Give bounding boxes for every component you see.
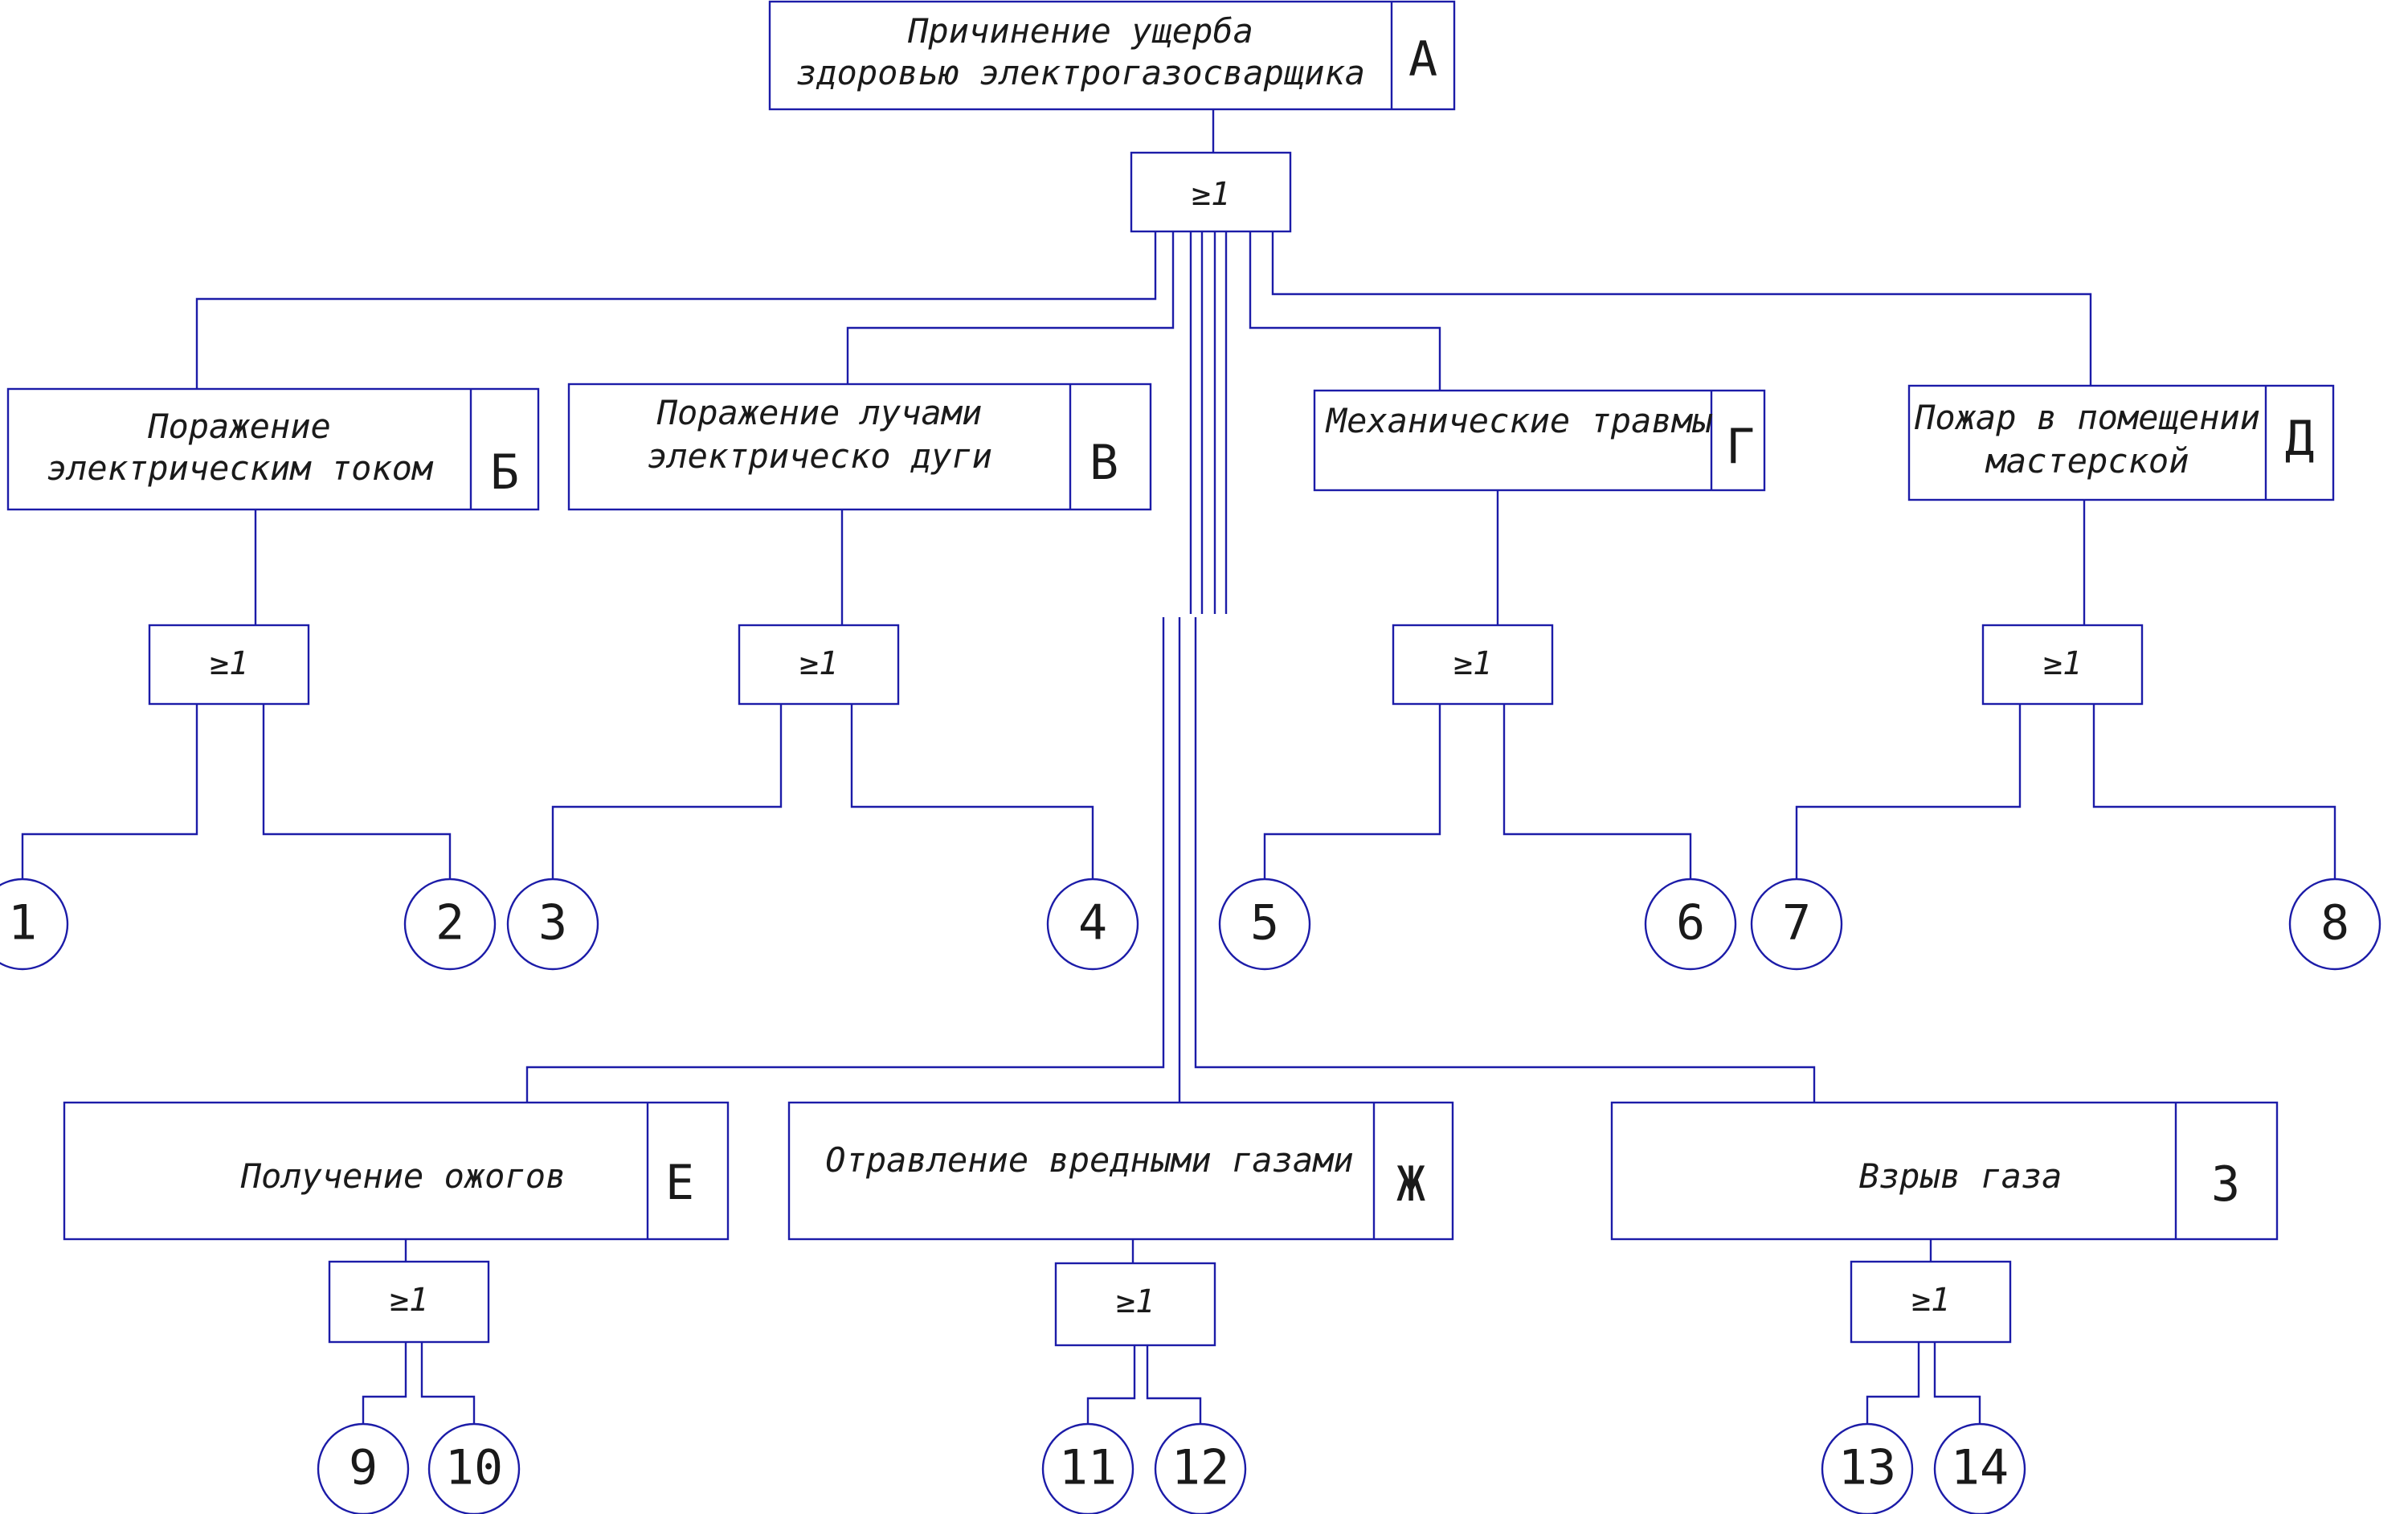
- basic-event-3: 3: [506, 878, 599, 971]
- basic-event-5-label: 5: [1250, 895, 1279, 951]
- event-z-letter: З: [2211, 1156, 2240, 1213]
- gate-d-label: ≥1: [2043, 645, 2082, 682]
- gate-b: ≥1: [148, 624, 310, 706]
- event-b: Поражение электрическим током Б: [6, 387, 540, 511]
- event-zh: Отравление вредными газами Ж: [787, 1101, 1454, 1241]
- basic-event-1-label: 1: [8, 895, 37, 951]
- basic-event-8: 8: [2288, 878, 2381, 971]
- event-d-line1: Пожар в помещении: [1914, 398, 2260, 437]
- basic-event-4-label: 4: [1078, 895, 1107, 951]
- event-e: Получение ожогов Е: [63, 1101, 730, 1241]
- event-d-letter: Д: [2285, 411, 2314, 467]
- basic-event-5: 5: [1218, 878, 1311, 971]
- event-a-line1: Причинение ущерба: [907, 11, 1253, 51]
- event-b-letter: Б: [490, 444, 519, 501]
- gate-b-label: ≥1: [210, 645, 248, 682]
- event-z-line1: Взрыв газа: [1859, 1156, 2063, 1196]
- basic-events: 1 2 3 4 5 6 7 8: [0, 878, 2381, 1514]
- event-b-line2: электрическим током: [47, 448, 434, 488]
- event-g-line1: Механические травмы: [1325, 401, 1713, 440]
- basic-event-6-label: 6: [1676, 895, 1705, 951]
- basic-event-8-label: 8: [2320, 895, 2349, 951]
- event-e-letter: Е: [665, 1155, 694, 1211]
- gate-e-label: ≥1: [390, 1282, 428, 1319]
- basic-event-4: 4: [1046, 878, 1139, 971]
- event-g-letter: Г: [1726, 419, 1755, 475]
- gate-e: ≥1: [328, 1260, 490, 1344]
- event-b-line1: Поражение: [147, 407, 331, 446]
- gate-g: ≥1: [1392, 624, 1554, 706]
- basic-event-13-label: 13: [1838, 1440, 1896, 1496]
- event-zh-letter: Ж: [1396, 1156, 1425, 1213]
- basic-event-9-label: 9: [349, 1440, 378, 1496]
- event-v: Поражение лучами электрическо дуги В: [567, 383, 1152, 511]
- gate-top-label: ≥1: [1192, 176, 1230, 213]
- gate-zh: ≥1: [1054, 1262, 1216, 1347]
- gate-v-label: ≥1: [799, 645, 838, 682]
- gate-g-label: ≥1: [1453, 645, 1492, 682]
- basic-event-1: 1: [0, 878, 69, 971]
- event-a-letter: А: [1408, 31, 1437, 88]
- event-zh-line1: Отравление вредными газами: [825, 1140, 1353, 1180]
- event-v-letter: В: [1090, 435, 1118, 491]
- basic-event-11-label: 11: [1059, 1440, 1117, 1496]
- basic-event-11: 11: [1041, 1422, 1134, 1514]
- basic-event-7: 7: [1750, 878, 1843, 971]
- basic-event-10: 10: [427, 1422, 521, 1514]
- gate-d: ≥1: [1981, 624, 2144, 706]
- gate-v: ≥1: [738, 624, 900, 706]
- event-d-line2: мастерской: [1985, 441, 2189, 481]
- basic-event-6: 6: [1644, 878, 1737, 971]
- gate-top: ≥1: [1130, 151, 1292, 233]
- gate-z: ≥1: [1850, 1260, 2012, 1344]
- basic-event-10-label: 10: [445, 1440, 503, 1496]
- basic-event-3-label: 3: [538, 895, 567, 951]
- event-z: Взрыв газа З: [1610, 1101, 2279, 1241]
- basic-event-14-label: 14: [1951, 1440, 2009, 1496]
- basic-event-12-label: 12: [1171, 1440, 1229, 1496]
- basic-event-14: 14: [1933, 1422, 2026, 1514]
- basic-event-12: 12: [1154, 1422, 1247, 1514]
- basic-event-2-label: 2: [435, 895, 464, 951]
- event-v-line2: электрическо дуги: [647, 436, 992, 476]
- connectors: [21, 109, 2336, 1426]
- event-d: Пожар в помещении мастерской Д: [1907, 384, 2335, 501]
- event-e-line1: Получение ожогов: [240, 1156, 566, 1196]
- basic-event-13: 13: [1821, 1422, 1914, 1514]
- gate-z-label: ≥1: [1911, 1282, 1950, 1319]
- event-a-line2: здоровью электрогазосварщика: [796, 53, 1365, 92]
- basic-event-2: 2: [403, 878, 497, 971]
- basic-event-7-label: 7: [1782, 895, 1811, 951]
- event-v-line1: Поражение лучами: [656, 393, 983, 432]
- basic-event-9: 9: [317, 1422, 410, 1514]
- event-g: Механические травмы Г: [1313, 389, 1766, 492]
- event-a: Причинение ущерба здоровью электрогазосв…: [768, 0, 1456, 111]
- gate-zh-label: ≥1: [1116, 1283, 1155, 1320]
